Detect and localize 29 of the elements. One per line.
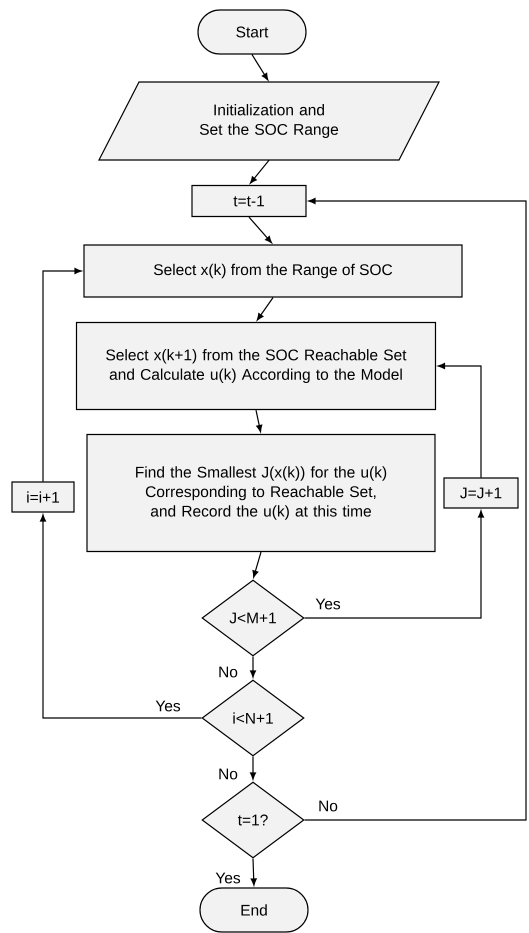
arrow (252, 54, 268, 80)
arrow (250, 160, 270, 184)
arrow (304, 198, 527, 821)
arrow (256, 297, 274, 321)
arrow (40, 514, 202, 719)
process-box: Find the Smallest J(x(k)) for the u(k) Corresponding to Reachable Set, and Record the u(k) at this time (86, 434, 436, 552)
arrow (250, 858, 257, 886)
edge-label: No (317, 800, 339, 812)
process-box: Select x(k) from the Range of SOC (83, 244, 463, 298)
terminal-box: End (199, 887, 309, 933)
process-box: t=t-1 (191, 184, 307, 218)
arrow (248, 216, 272, 244)
edge-label: No (217, 666, 239, 678)
terminal-box: Start (197, 9, 307, 55)
process-box: J=J+1 (443, 477, 519, 509)
arrow (250, 756, 256, 780)
edge-label: No (217, 768, 239, 780)
arrow (252, 552, 262, 578)
arrow (304, 510, 484, 619)
arrow (438, 362, 482, 478)
edge-label: Yes (214, 872, 242, 884)
arrow (42, 268, 82, 482)
process-box: Select x(k+1) from the SOC Reachable Set and Calculate u(k) According to the Model (76, 322, 436, 410)
arrow (250, 656, 256, 678)
edge-label: Yes (154, 700, 182, 712)
input-parallelogram: Initialization and Set the SOC Range (98, 81, 440, 161)
process-box: i=i+1 (11, 481, 75, 513)
edge-label: Yes (314, 598, 342, 610)
arrow (255, 410, 262, 432)
